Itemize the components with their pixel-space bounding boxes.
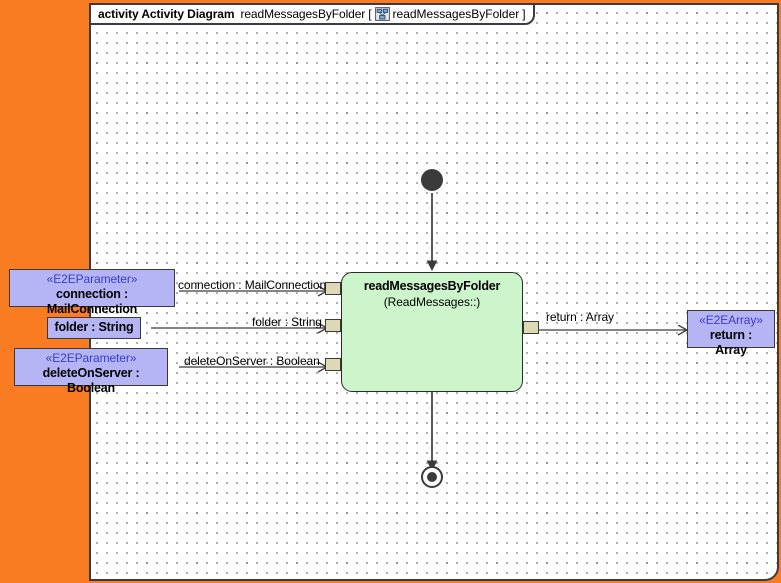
edge-label-folder: folder : String [252, 315, 322, 329]
frame-bracket-open: [ [368, 7, 372, 21]
parameter-stereotype: «E2EParameter» [46, 272, 138, 286]
parameter-label: connection : MailConnection [46, 287, 138, 316]
diagram-frame-header[interactable]: activity Activity Diagram readMessagesBy… [89, 3, 535, 25]
pin-connection[interactable] [325, 282, 341, 295]
pin-folder[interactable] [325, 319, 341, 332]
edge-label-connection: connection : MailConnection [178, 278, 327, 292]
frame-kind-label: activity Activity Diagram [98, 7, 235, 21]
edge-label-return: return : Array [546, 310, 614, 324]
parameter-stereotype: «E2EParameter» [45, 351, 137, 365]
pin-return[interactable] [523, 321, 539, 334]
parameter-label: deleteOnServer : Boolean [42, 366, 140, 395]
frame-inner-name-label: readMessagesByFolder [392, 7, 520, 21]
initial-node[interactable] [421, 169, 443, 191]
parameter-box-connection[interactable]: «E2EParameter» connection : MailConnecti… [9, 269, 175, 316]
parameter-box-folder[interactable]: folder : String [47, 317, 141, 339]
parameter-box-return[interactable]: «E2EArray» return : Array [687, 310, 775, 357]
pin-deleteonserver[interactable] [325, 358, 341, 371]
activity-diagram-icon [374, 7, 390, 21]
activity-node-readmessagesbyfolder[interactable]: readMessagesByFolder (ReadMessages::) [341, 272, 523, 392]
parameter-label: folder : String [54, 320, 134, 334]
parameter-box-deleteonserver[interactable]: «E2EParameter» deleteOnServer : Boolean [14, 348, 168, 395]
activity-node-qualifier: (ReadMessages::) [383, 295, 481, 309]
final-node-center [427, 472, 437, 482]
frame-bracket-close: ] [522, 7, 526, 21]
parameter-label: return : Array [709, 328, 753, 357]
edge-label-deleteonserver: deleteOnServer : Boolean [184, 354, 320, 368]
activity-node-title: readMessagesByFolder [363, 279, 501, 293]
frame-name-label: readMessagesByFolder [240, 7, 366, 21]
parameter-stereotype: «E2EArray» [699, 313, 763, 327]
activity-final-node[interactable] [421, 466, 443, 488]
